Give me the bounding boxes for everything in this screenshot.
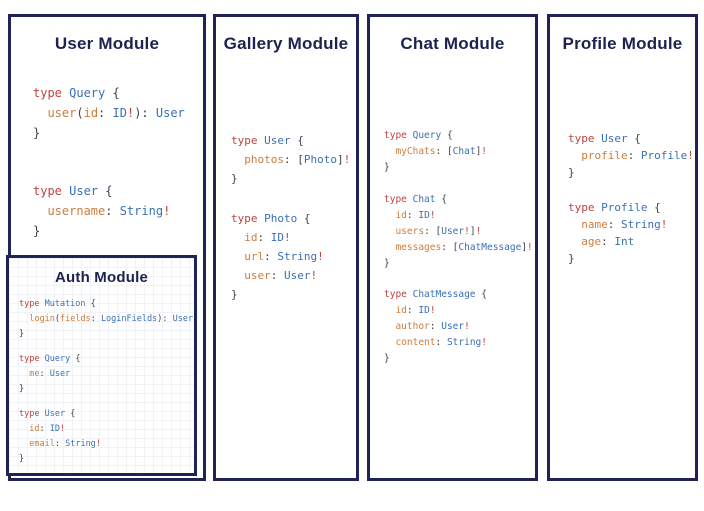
- profile-module-box: Profile Module type User { profile: Prof…: [547, 14, 698, 481]
- auth-mutation-type-code: type Mutation { login(fields: LoginField…: [19, 299, 194, 339]
- auth-user-type-code: type User { id: ID! email: String!}: [19, 409, 101, 464]
- gallery-user-type-code: type User { photos: [Photo]!}: [231, 134, 351, 185]
- chat-chatmessage-type-code: type ChatMessage { id: ID! author: User!…: [384, 289, 488, 364]
- profile-module-title: Profile Module: [562, 34, 683, 53]
- gallery-photo-type-code: type Photo { id: ID! url: String! user: …: [231, 212, 324, 301]
- chat-query-type-code: type Query { myChats: [Chat]!}: [384, 130, 488, 173]
- auth-query-type-code: type Query { me: User}: [19, 354, 81, 394]
- profile-profile-type-code: type Profile { name: String! age: Int}: [568, 201, 668, 265]
- user-query-type-code: type Query { user(id: ID!): User}: [33, 86, 185, 140]
- auth-module-title: Auth Module: [54, 269, 148, 286]
- auth-module-box: Auth Module type Mutation { login(fields…: [6, 255, 197, 476]
- user-module-title: User Module: [54, 34, 160, 53]
- chat-chat-type-code: type Chat { id: ID! users: [User!]! mess…: [384, 194, 533, 269]
- chat-module-box: Chat Module type Query { myChats: [Chat]…: [367, 14, 538, 481]
- user-user-type-code: type User { username: String!}: [33, 184, 171, 238]
- chat-module-title: Chat Module: [400, 34, 505, 53]
- gallery-module-title: Gallery Module: [223, 34, 349, 53]
- profile-user-type-code: type User { profile: Profile!}: [568, 132, 694, 179]
- gallery-module-box: Gallery Module type User { photos: [Phot…: [213, 14, 359, 481]
